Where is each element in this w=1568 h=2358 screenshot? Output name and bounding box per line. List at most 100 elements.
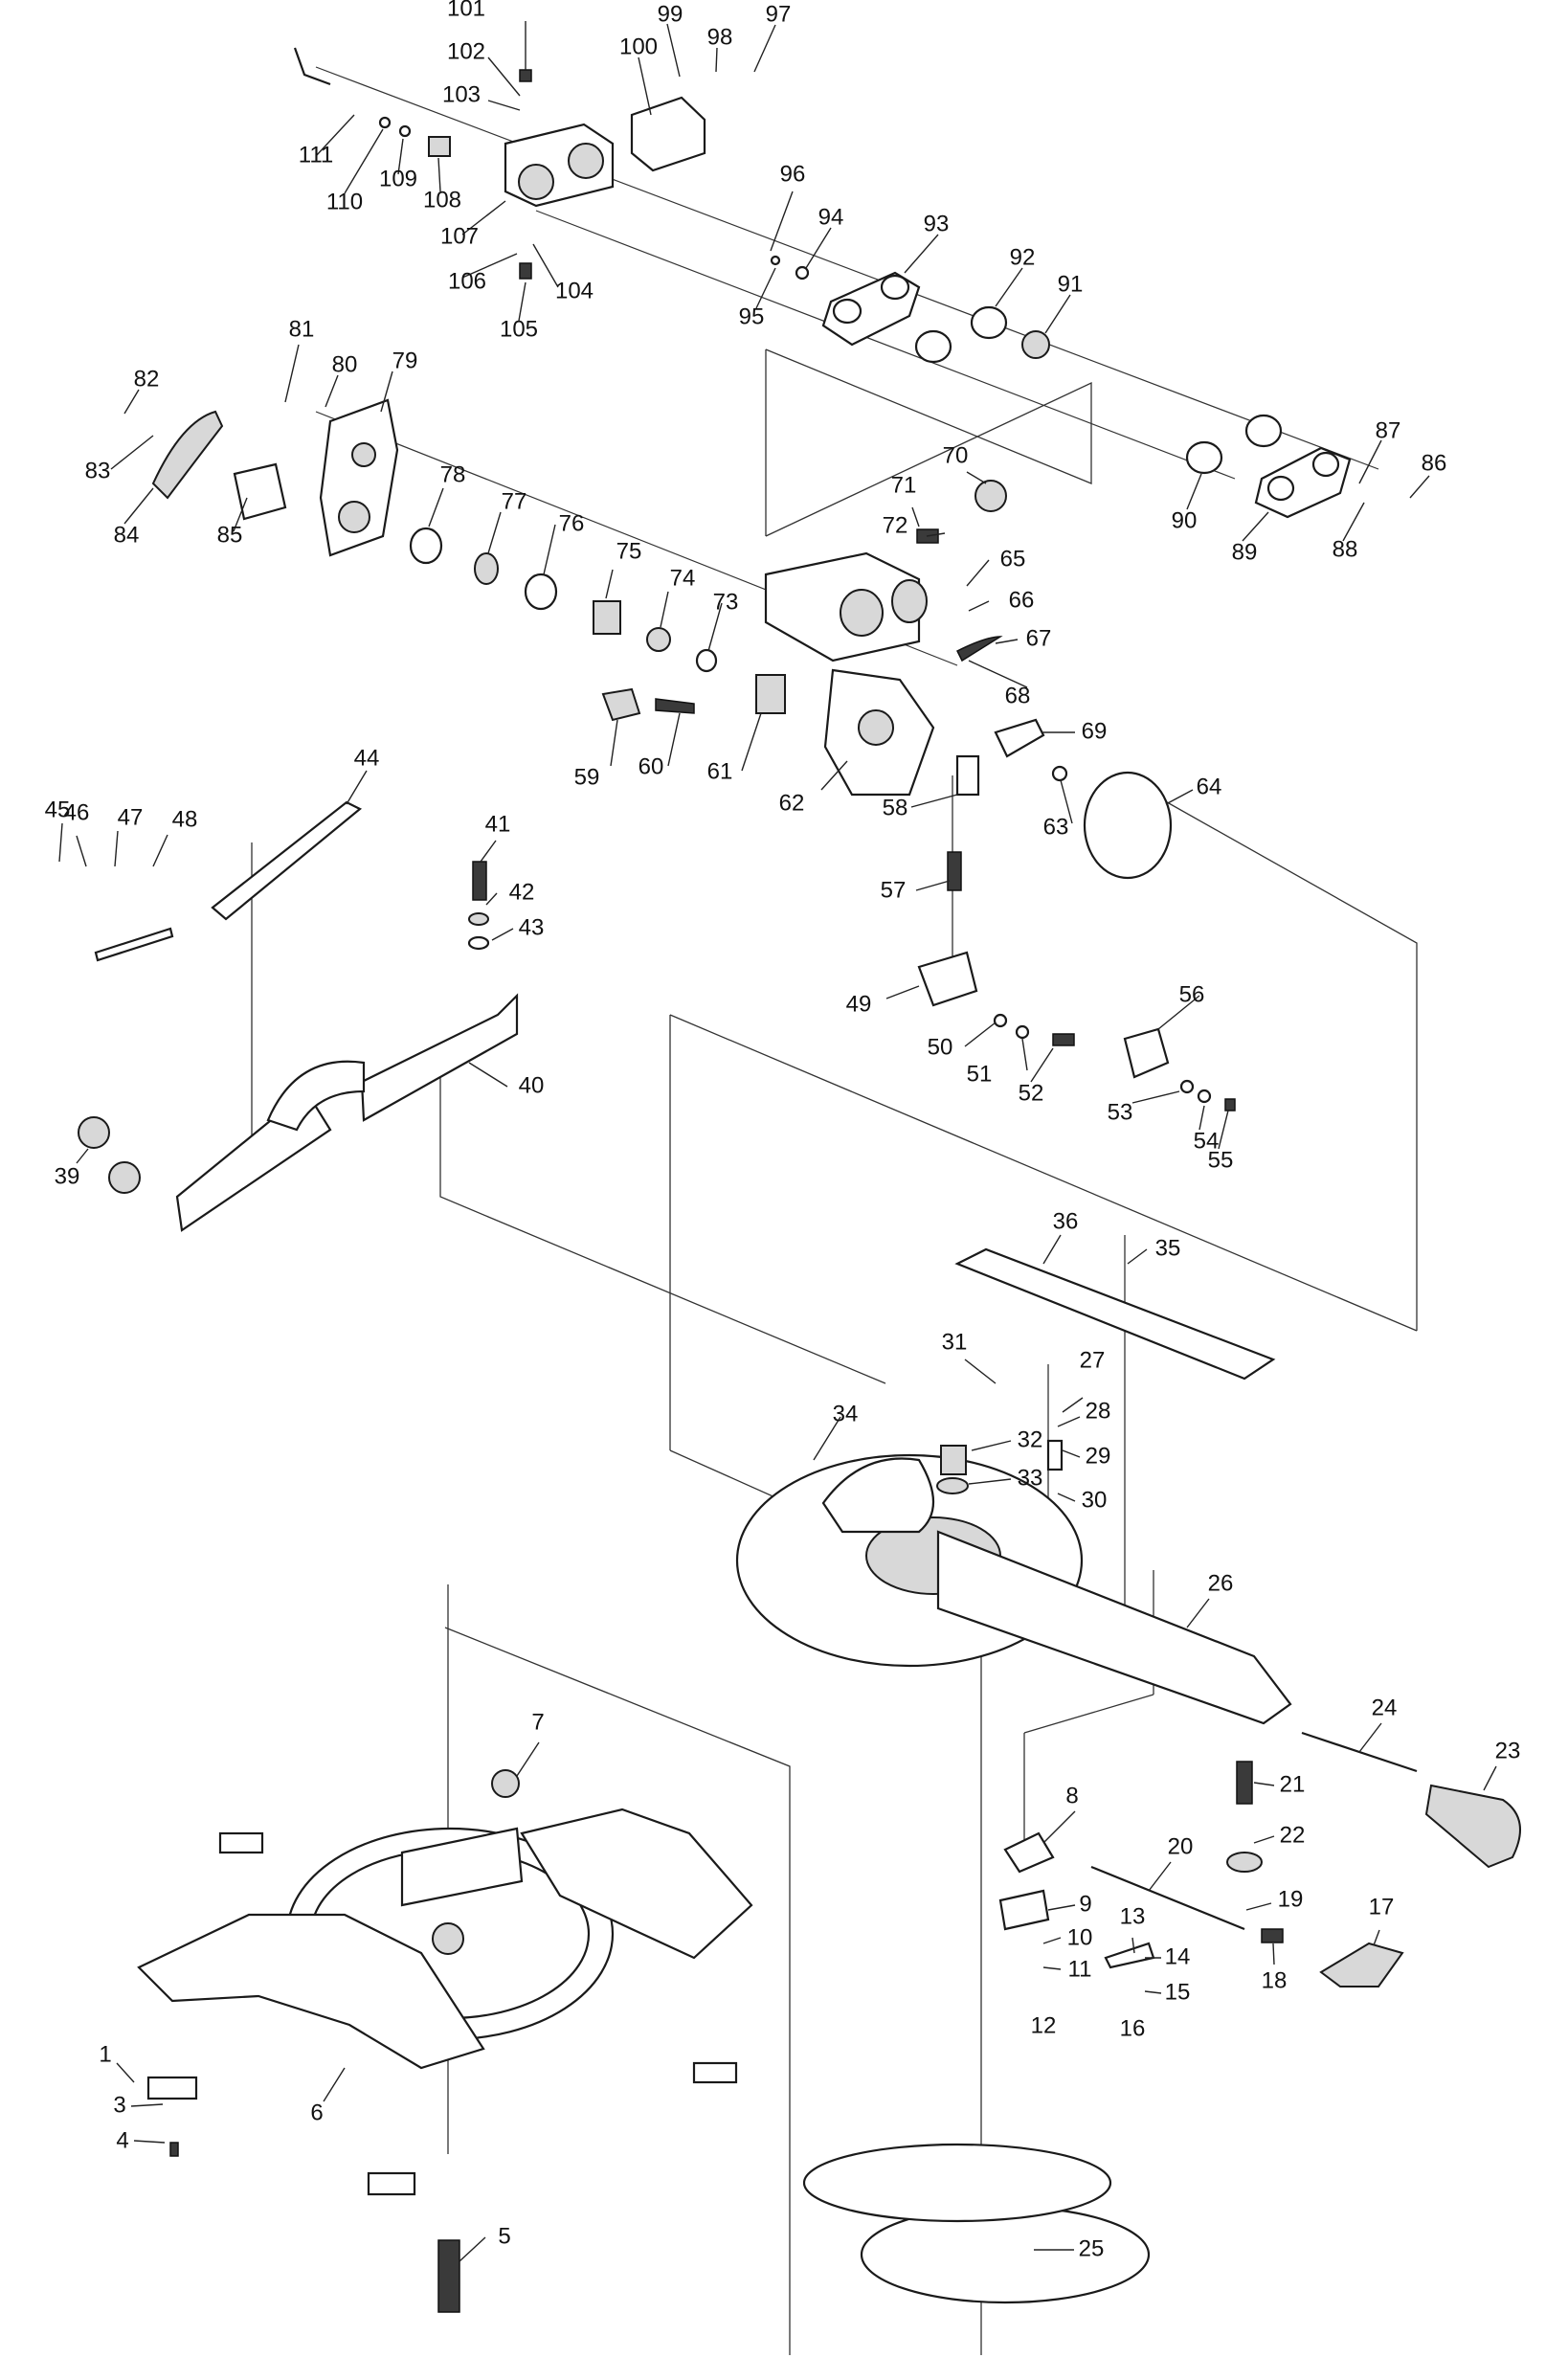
label-62: 62 <box>779 790 805 816</box>
part-59 <box>601 687 641 722</box>
label-19: 19 <box>1278 1886 1304 1912</box>
clamp-assembly <box>998 1831 1404 1987</box>
label-36: 36 <box>1053 1208 1079 1234</box>
part-48-rod <box>94 927 174 962</box>
label-21: 21 <box>1280 1771 1306 1797</box>
motor-housing-assembly <box>601 480 1173 891</box>
label-45: 45 <box>45 797 71 822</box>
top-bracket-assembly <box>293 47 706 280</box>
part-53 <box>1179 1079 1195 1094</box>
part-43 <box>467 935 490 951</box>
label-27: 27 <box>1080 1347 1106 1373</box>
label-106: 106 <box>448 268 486 294</box>
part-40 <box>360 993 519 1122</box>
label-24: 24 <box>1372 1695 1398 1720</box>
base-right <box>520 1808 753 1960</box>
label-8: 8 <box>1065 1783 1078 1808</box>
part-6 <box>137 1913 485 2070</box>
part-33 <box>936 1477 969 1494</box>
label-66: 66 <box>1009 587 1035 613</box>
part-57 <box>947 851 962 891</box>
label-29: 29 <box>1086 1443 1111 1469</box>
part-5 <box>437 2239 460 2313</box>
foot-a <box>218 1831 264 1854</box>
label-55: 55 <box>1208 1147 1234 1173</box>
label-96: 96 <box>780 161 806 187</box>
label-60: 60 <box>638 753 664 779</box>
label-107: 107 <box>440 223 479 249</box>
part-25 <box>860 2205 1151 2304</box>
label-85: 85 <box>217 522 243 548</box>
label-92: 92 <box>1010 244 1036 270</box>
part-26-arm <box>936 1530 1292 1725</box>
label-53: 53 <box>1108 1099 1133 1125</box>
label-90: 90 <box>1172 507 1198 533</box>
label-79: 79 <box>392 348 418 373</box>
label-95: 95 <box>739 303 765 329</box>
part-13 <box>1104 1942 1155 1969</box>
knob-b <box>108 1161 141 1194</box>
label-94: 94 <box>818 204 844 230</box>
label-16: 16 <box>1120 2015 1146 2041</box>
washer-a <box>914 329 952 364</box>
label-54: 54 <box>1194 1128 1220 1154</box>
label-110: 110 <box>326 189 363 214</box>
label-34: 34 <box>833 1401 859 1426</box>
part-69 <box>994 718 1045 758</box>
label-28: 28 <box>1086 1398 1111 1424</box>
part-23 <box>1424 1784 1521 1869</box>
label-1: 1 <box>99 2041 111 2067</box>
label-108: 108 <box>423 187 461 213</box>
label-25: 25 <box>1079 2235 1105 2261</box>
label-73: 73 <box>713 589 739 615</box>
label-103: 103 <box>442 81 481 107</box>
part-73 <box>695 648 718 673</box>
label-42: 42 <box>509 879 535 905</box>
label-58: 58 <box>883 795 908 820</box>
part-77 <box>474 552 499 585</box>
label-15: 15 <box>1165 1979 1191 2005</box>
label-12: 12 <box>1031 2012 1057 2038</box>
label-102: 102 <box>447 38 485 64</box>
label-101: 101 <box>447 0 485 21</box>
part-92 <box>970 305 1008 340</box>
label-82: 82 <box>134 366 160 392</box>
label-20: 20 <box>1168 1833 1194 1859</box>
label-5: 5 <box>498 2223 510 2249</box>
part-109 <box>398 124 412 138</box>
label-26: 26 <box>1208 1570 1234 1596</box>
label-83: 83 <box>85 458 111 483</box>
label-56: 56 <box>1179 981 1205 1007</box>
label-98: 98 <box>707 24 733 50</box>
label-99: 99 <box>658 1 683 27</box>
label-100: 100 <box>619 34 658 59</box>
part-94 <box>795 265 810 281</box>
label-74: 74 <box>670 565 696 591</box>
part-18 <box>1261 1928 1284 1943</box>
label-104: 104 <box>555 278 594 303</box>
label-23: 23 <box>1495 1738 1521 1763</box>
label-77: 77 <box>502 488 527 514</box>
part-17 <box>1319 1942 1404 1987</box>
label-4: 4 <box>116 2127 128 2153</box>
part-78 <box>409 527 443 565</box>
label-14: 14 <box>1165 1943 1191 1969</box>
fence-arc <box>266 1060 366 1132</box>
part-number-labels: 1 3 4 5 6 7 8 9 10 11 12 13 14 15 16 17 … <box>45 0 1521 2261</box>
part-39 <box>78 1116 110 1149</box>
foot-c <box>367 2171 416 2196</box>
turntable-assembly <box>735 1247 1521 1873</box>
part-100 <box>630 96 706 172</box>
label-48: 48 <box>172 806 198 832</box>
label-11: 11 <box>1068 1956 1092 1982</box>
label-3: 3 <box>113 2092 125 2118</box>
label-87: 87 <box>1376 417 1401 443</box>
part-61 <box>755 674 786 714</box>
label-51: 51 <box>967 1061 993 1087</box>
label-78: 78 <box>440 461 466 487</box>
label-97: 97 <box>766 1 792 27</box>
label-57: 57 <box>881 877 907 903</box>
part-55 <box>1224 1098 1236 1112</box>
part-58 <box>955 754 980 797</box>
part-64 <box>1083 771 1173 880</box>
